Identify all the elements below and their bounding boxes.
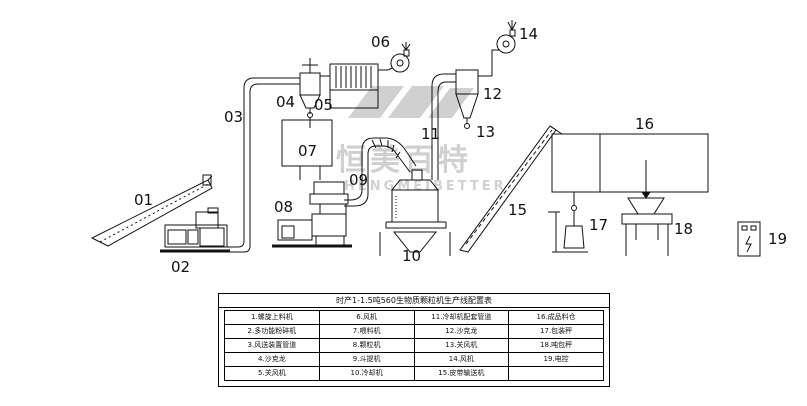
table-cell: 5.关风机	[224, 366, 320, 381]
label-11: 11	[421, 125, 441, 143]
screw-feeder	[90, 174, 213, 247]
ton-bag-scale-18	[621, 197, 673, 256]
table-cell: 10.冷却机	[318, 366, 415, 381]
table-row: 3.风送装置管道 8.颗粒机 13.关风机 18.吨包秤	[224, 338, 604, 353]
label-07: 07	[298, 142, 318, 160]
cooler-10	[379, 169, 451, 256]
label-02: 02	[171, 258, 191, 276]
label-12: 12	[483, 85, 503, 103]
table-cell: 11.冷却机配套管道	[413, 310, 510, 325]
label-08: 08	[274, 198, 294, 216]
table-cell: 15.皮带输送机	[413, 366, 510, 381]
packing-scale-17	[548, 205, 588, 253]
fan-14	[496, 20, 517, 54]
bag-filter-05	[320, 63, 388, 109]
fan-06	[387, 42, 411, 73]
table-row: 5.关风机 10.冷却机 15.皮带输送机	[224, 366, 604, 381]
table-cell: 9.斗提机	[318, 352, 415, 367]
table-cell: 16.成品料仓	[508, 310, 604, 325]
table-cell: 17.包装秤	[508, 324, 604, 339]
watermark-cn: 恒美百特	[336, 143, 472, 178]
label-10: 10	[402, 247, 422, 265]
label-06: 06	[371, 33, 391, 51]
belt-conveyor-15	[459, 125, 563, 253]
config-table-title: 时产1-1.5吨560生物质颗粒机生产线配置表	[219, 294, 609, 308]
table-cell: 13.关风机	[413, 338, 510, 353]
elevator-duct-09	[344, 137, 417, 207]
label-13: 13	[476, 123, 496, 141]
cyclone-12	[455, 49, 500, 129]
table-cell: 1.螺旋上料机	[224, 310, 320, 325]
label-05: 05	[314, 96, 334, 114]
config-table-grid: 1.螺旋上料机 6.风机 11.冷却机配套管道 16.成品料仓 2.多功能粉碎机…	[224, 310, 604, 381]
table-row: 2.多功能粉碎机 7.喂料机 12.沙克龙 17.包装秤	[224, 324, 604, 339]
table-cell: 8.颗粒机	[318, 338, 415, 353]
table-cell: 12.沙克龙	[413, 324, 510, 339]
label-17: 17	[589, 216, 609, 234]
label-19: 19	[768, 230, 788, 248]
table-cell: 18.吨包秤	[508, 338, 604, 353]
watermark-logo: 恒美百特 HENGMEIBETTER	[336, 86, 507, 194]
cyclone-04	[299, 58, 321, 118]
control-cabinet-19	[737, 221, 761, 257]
label-04: 04	[276, 93, 296, 111]
label-14: 14	[519, 25, 539, 43]
table-cell: 2.多功能粉碎机	[224, 324, 320, 339]
label-18: 18	[674, 220, 694, 238]
feeder-07	[281, 117, 333, 180]
table-cell: 14.风机	[413, 352, 510, 367]
table-cell: 3.风送装置管道	[224, 338, 320, 353]
table-row: 4.沙克龙 9.斗提机 14.风机 19.电控	[224, 352, 604, 367]
table-cell: 6.风机	[318, 310, 415, 325]
label-16: 16	[635, 115, 655, 133]
label-09: 09	[349, 171, 369, 189]
pneumatic-pipe	[218, 77, 300, 253]
crusher-machine	[160, 207, 230, 253]
config-table: 时产1-1.5吨560生物质颗粒机生产线配置表 1.螺旋上料机 6.风机 11.…	[218, 293, 610, 387]
label-01: 01	[134, 191, 154, 209]
watermark-en: HENGMEIBETTER	[344, 179, 507, 194]
label-15: 15	[508, 201, 528, 219]
table-cell: 4.沙克龙	[224, 352, 320, 367]
table-cell	[508, 366, 604, 381]
pellet-machine-08	[272, 181, 352, 248]
cooler-duct-11	[431, 73, 456, 180]
table-cell: 19.电控	[508, 352, 604, 367]
finished-silo-16	[551, 133, 709, 206]
table-cell: 7.喂料机	[318, 324, 415, 339]
label-03: 03	[224, 108, 244, 126]
table-row: 1.螺旋上料机 6.风机 11.冷却机配套管道 16.成品料仓	[224, 310, 604, 325]
